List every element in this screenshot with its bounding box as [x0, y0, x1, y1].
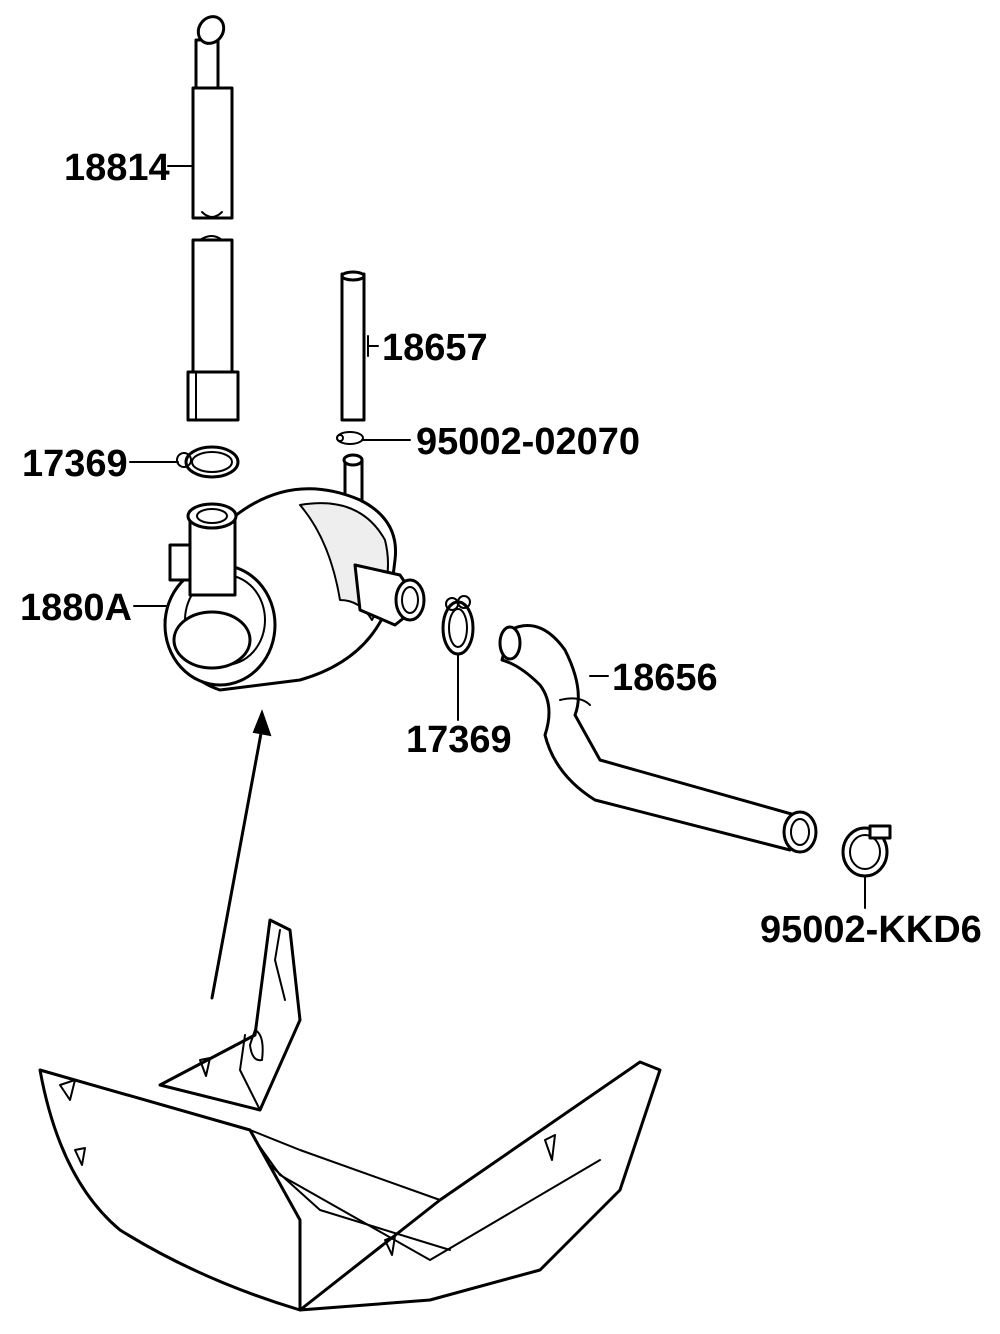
canister-1880A — [163, 453, 426, 692]
clamp-17369-lower — [441, 595, 475, 656]
label-95002-02070: 95002-02070 — [416, 421, 640, 463]
label-17369-lower: 17369 — [406, 719, 512, 761]
label-18656: 18656 — [612, 657, 718, 699]
label-17369-upper: 17369 — [22, 443, 128, 485]
clip-95002-02070 — [336, 431, 364, 445]
label-18814: 18814 — [64, 147, 170, 189]
clamp-95002-KKD6 — [841, 824, 892, 878]
pipe-18657 — [340, 270, 366, 422]
hose-18656 — [498, 624, 818, 854]
floor-cover-panel — [38, 918, 662, 1312]
leader-lines — [129, 165, 866, 909]
label-1880A: 1880A — [20, 587, 132, 629]
assembly-arrow — [210, 709, 272, 1000]
clamp-17369-upper — [176, 445, 240, 479]
label-18657: 18657 — [382, 327, 488, 369]
label-95002-KKD6: 95002-KKD6 — [760, 909, 982, 951]
tube-18814 — [186, 15, 240, 422]
